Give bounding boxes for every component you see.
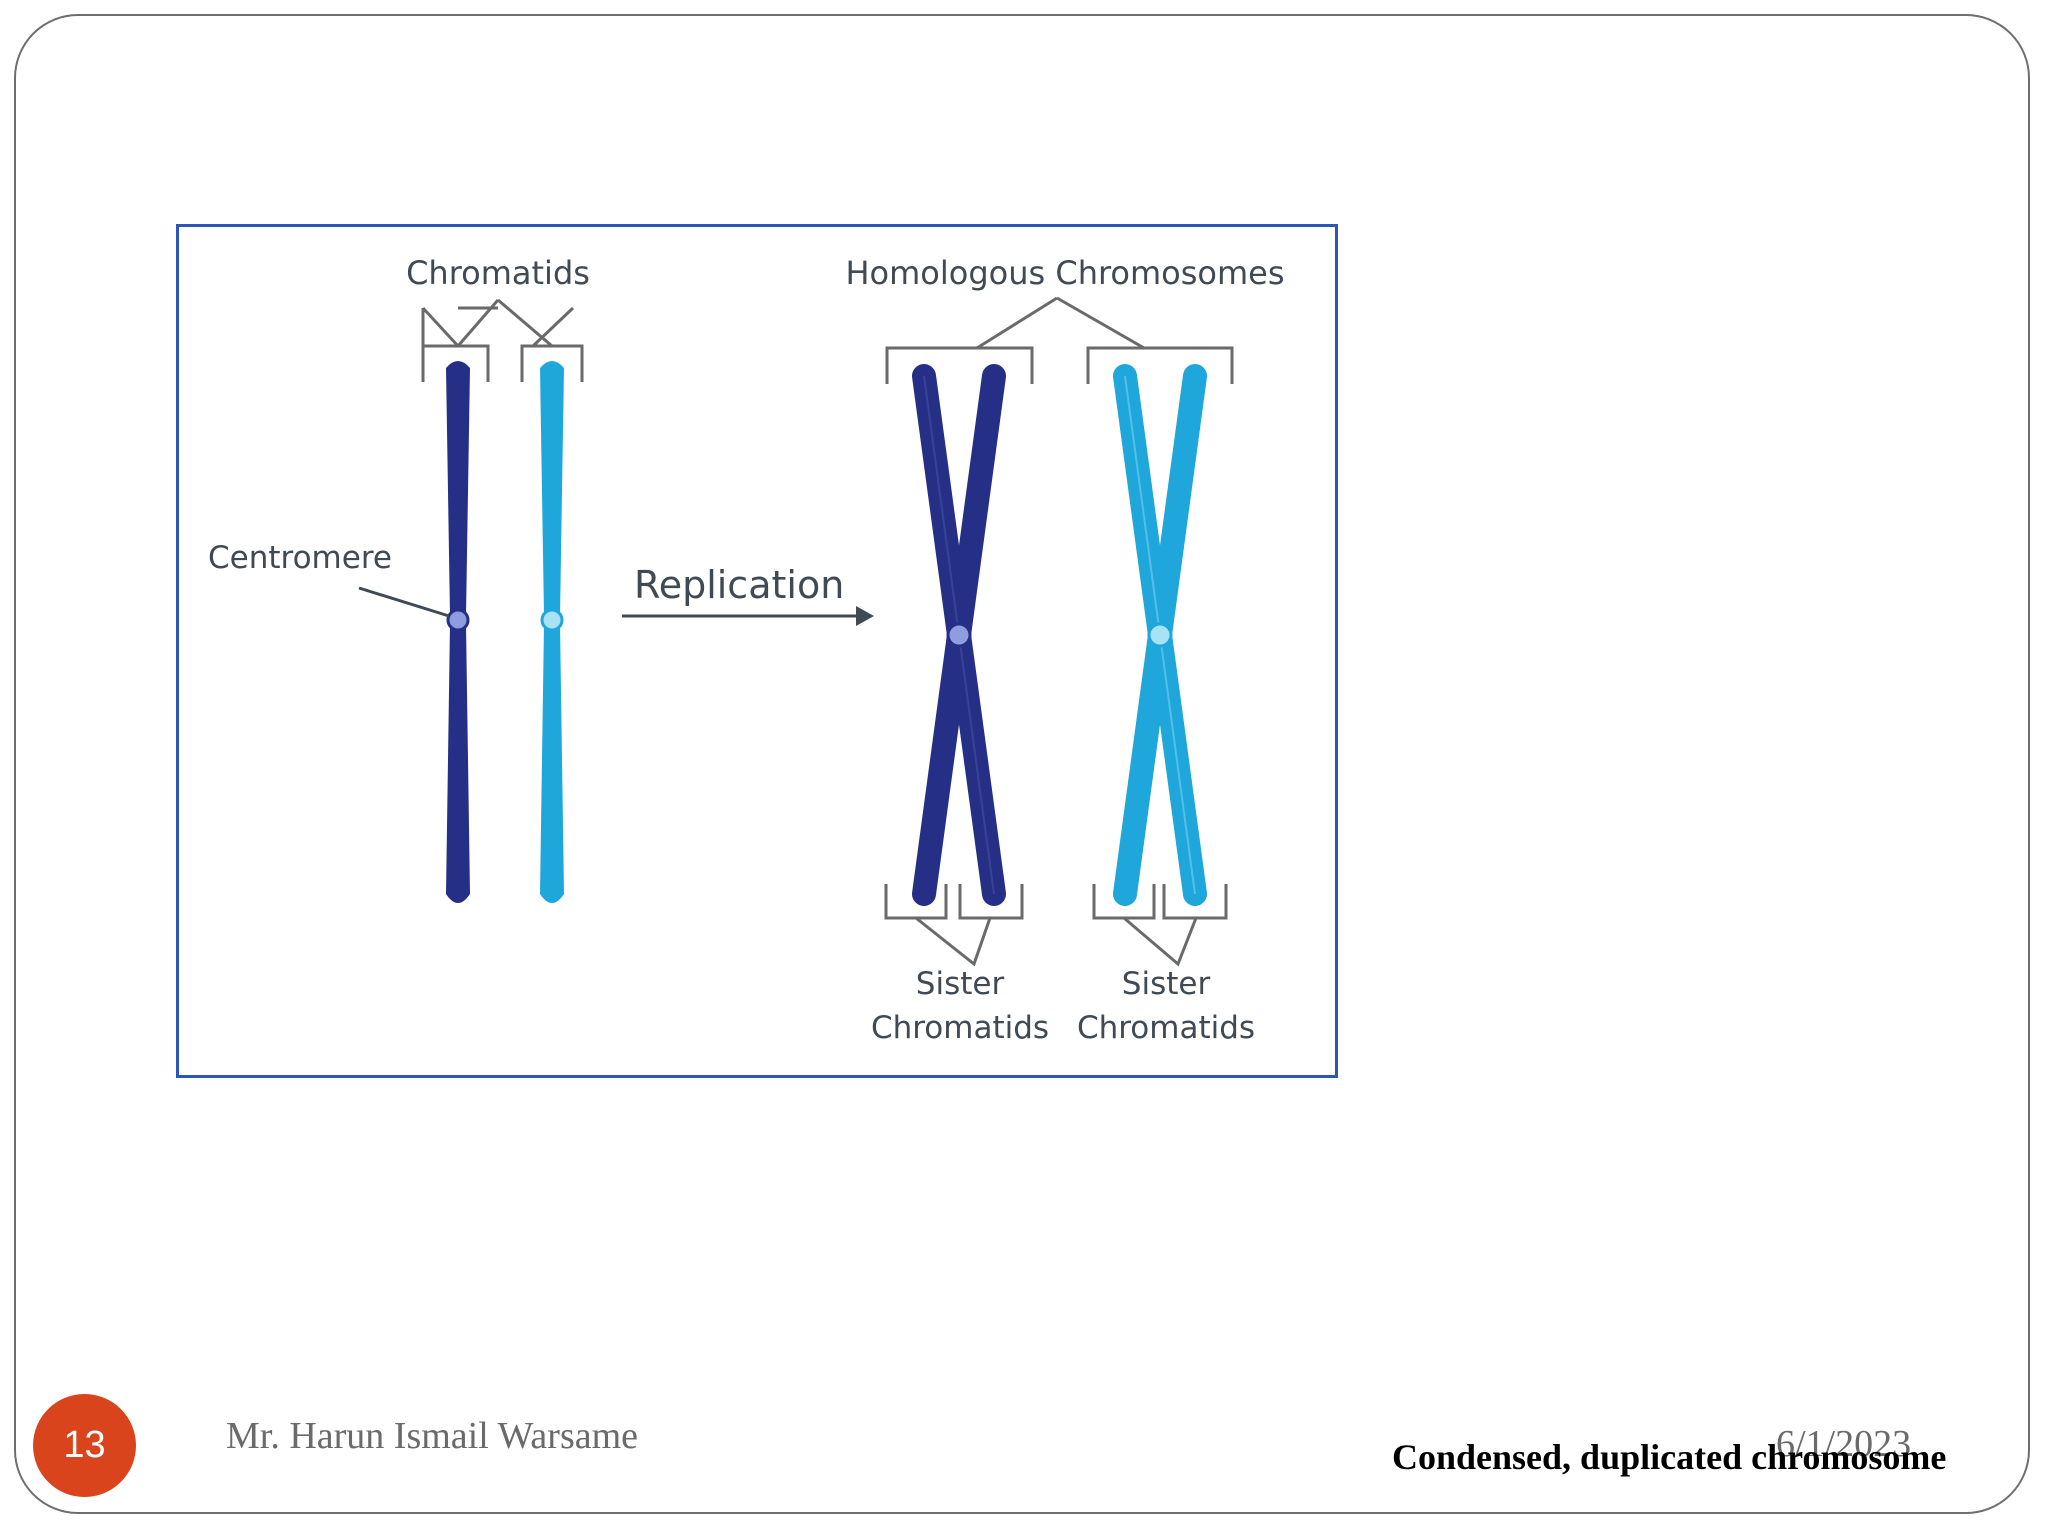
- sister-chromatids-left-line1: Sister: [916, 966, 1005, 1002]
- homologous-bracket: [885, 296, 1234, 384]
- centromere-pointer: [358, 586, 450, 618]
- replicated-light-chromosome: [1113, 364, 1207, 906]
- replication-arrow: [622, 606, 874, 626]
- replication-label: Replication: [634, 563, 844, 607]
- chromatids-bracket-peak: [456, 298, 553, 348]
- sister-chromatids-bracket-right: [1092, 884, 1228, 967]
- slide-caption: Condensed, duplicated chromosome: [1392, 1437, 1947, 1477]
- unreplicated-dark-chromosome: [446, 361, 470, 903]
- homologous-chromosomes-label: Homologous Chromosomes: [845, 254, 1284, 292]
- chromatids-bracket: [421, 306, 584, 382]
- centromere-label: Centromere: [208, 540, 392, 576]
- sister-chromatids-right-line2: Chromatids: [1077, 1010, 1255, 1046]
- chromosome-replication-diagram: Chromatids Homologous Chromosomes: [176, 224, 1338, 1078]
- page-number-badge: 13: [33, 1394, 136, 1497]
- sister-chromatids-bracket-left: [884, 884, 1024, 967]
- replicated-dark-chromosome: [912, 364, 1006, 906]
- sister-chromatids-right-line1: Sister: [1122, 966, 1211, 1002]
- chromatids-label: Chromatids: [406, 254, 590, 292]
- unreplicated-light-chromosome: [540, 361, 564, 903]
- sister-chromatids-left-line2: Chromatids: [871, 1010, 1049, 1046]
- slide-date: 6/1/2023: [1776, 1423, 1912, 1465]
- author-name: Mr. Harun Ismail Warsame: [226, 1415, 639, 1457]
